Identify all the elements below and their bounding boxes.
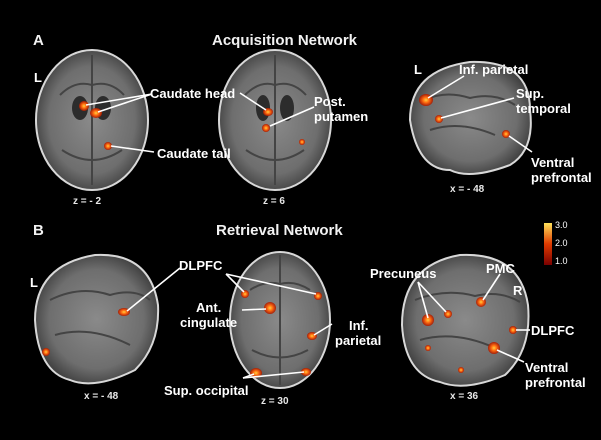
label-ant-cingulate-line1: Ant. <box>196 300 222 315</box>
label-caudate-head: Caudate head <box>150 86 236 101</box>
brain-slice-a-axial-2 <box>218 49 332 191</box>
colorbar-mid-label: 2.0 <box>555 238 568 248</box>
blob-sup-temporal <box>435 115 443 123</box>
side-label-left-a1: L <box>34 70 42 85</box>
side-label-left-b1: L <box>30 275 38 290</box>
coord-b-axial: z = 30 <box>261 396 289 407</box>
coord-b-sagittal-1: x = - 48 <box>84 391 119 402</box>
blob-caudate-head-right <box>90 108 102 118</box>
blob-ant-cingulate <box>264 302 276 314</box>
brain-slice-b-sagittal-1 <box>33 253 160 385</box>
colorbar-max-label: 3.0 <box>555 220 568 230</box>
label-ventral-prefrontal-b-line1: Ventral <box>525 360 569 375</box>
label-inf-parietal-a: Inf. parietal <box>459 62 529 77</box>
colorbar-min-label: 1.0 <box>555 256 568 266</box>
brain-slice-b-axial <box>229 251 331 389</box>
label-dlpfc-b1: DLPFC <box>179 258 223 273</box>
blob-b2-lower <box>458 367 464 373</box>
blob-ventral-prefrontal-b <box>488 342 500 354</box>
label-ventral-prefrontal-a-line2: prefrontal <box>531 170 592 185</box>
label-sup-temporal-line1: Sup. <box>516 86 545 101</box>
label-pmc: PMC <box>486 261 515 276</box>
brain-slice-a-axial-1 <box>35 49 149 191</box>
leader-lines <box>85 75 533 379</box>
colorbar <box>544 223 552 265</box>
side-label-left-a3: L <box>414 62 422 77</box>
label-post-putamen-line2: putamen <box>314 109 369 124</box>
label-ventral-prefrontal-b-line2: prefrontal <box>525 375 586 390</box>
coord-a-sagittal: x = - 48 <box>450 184 485 195</box>
label-dlpfc-b2: DLPFC <box>531 323 575 338</box>
blob-caudate-head-left <box>79 101 89 111</box>
blob-dlpfc-b2 <box>509 326 517 334</box>
label-inf-parietal-b-line1: Inf. <box>349 318 369 333</box>
blob-b1-lower <box>42 348 50 356</box>
label-precuneus: Precuneus <box>370 266 437 281</box>
brain-slice-a-sagittal <box>408 60 532 175</box>
panel-b-letter: B <box>33 222 44 239</box>
coord-a-axial-1: z = - 2 <box>73 196 102 207</box>
coord-a-axial-2: z = 6 <box>263 196 285 207</box>
blob-precuneus-1 <box>422 314 434 326</box>
activation-blobs <box>42 94 517 378</box>
side-label-right-b3: R <box>513 283 523 298</box>
blob-caudate-tail <box>104 142 112 150</box>
label-ant-cingulate-line2: cingulate <box>180 315 238 330</box>
coord-b-sagittal-2: x = 36 <box>450 391 479 402</box>
blob-sup-occipital-right <box>301 368 311 376</box>
label-inf-parietal-b-line2: parietal <box>335 333 382 348</box>
panel-a-letter: A <box>33 32 44 49</box>
label-caudate-tail: Caudate tail <box>157 146 231 161</box>
label-sup-occipital: Sup. occipital <box>164 383 249 398</box>
blob-post-putamen-3 <box>299 139 305 145</box>
panel-a-title: Acquisition Network <box>212 32 358 49</box>
blob-b2-mid <box>425 345 431 351</box>
blob-ventral-prefrontal-a <box>502 130 510 138</box>
panel-b-title: Retrieval Network <box>216 222 343 239</box>
label-ventral-prefrontal-a-line1: Ventral <box>531 155 575 170</box>
label-sup-temporal-line2: temporal <box>516 101 571 116</box>
blob-post-putamen-2 <box>262 124 270 132</box>
label-post-putamen-line1: Post. <box>314 94 346 109</box>
blob-sup-occipital-left <box>250 368 262 378</box>
